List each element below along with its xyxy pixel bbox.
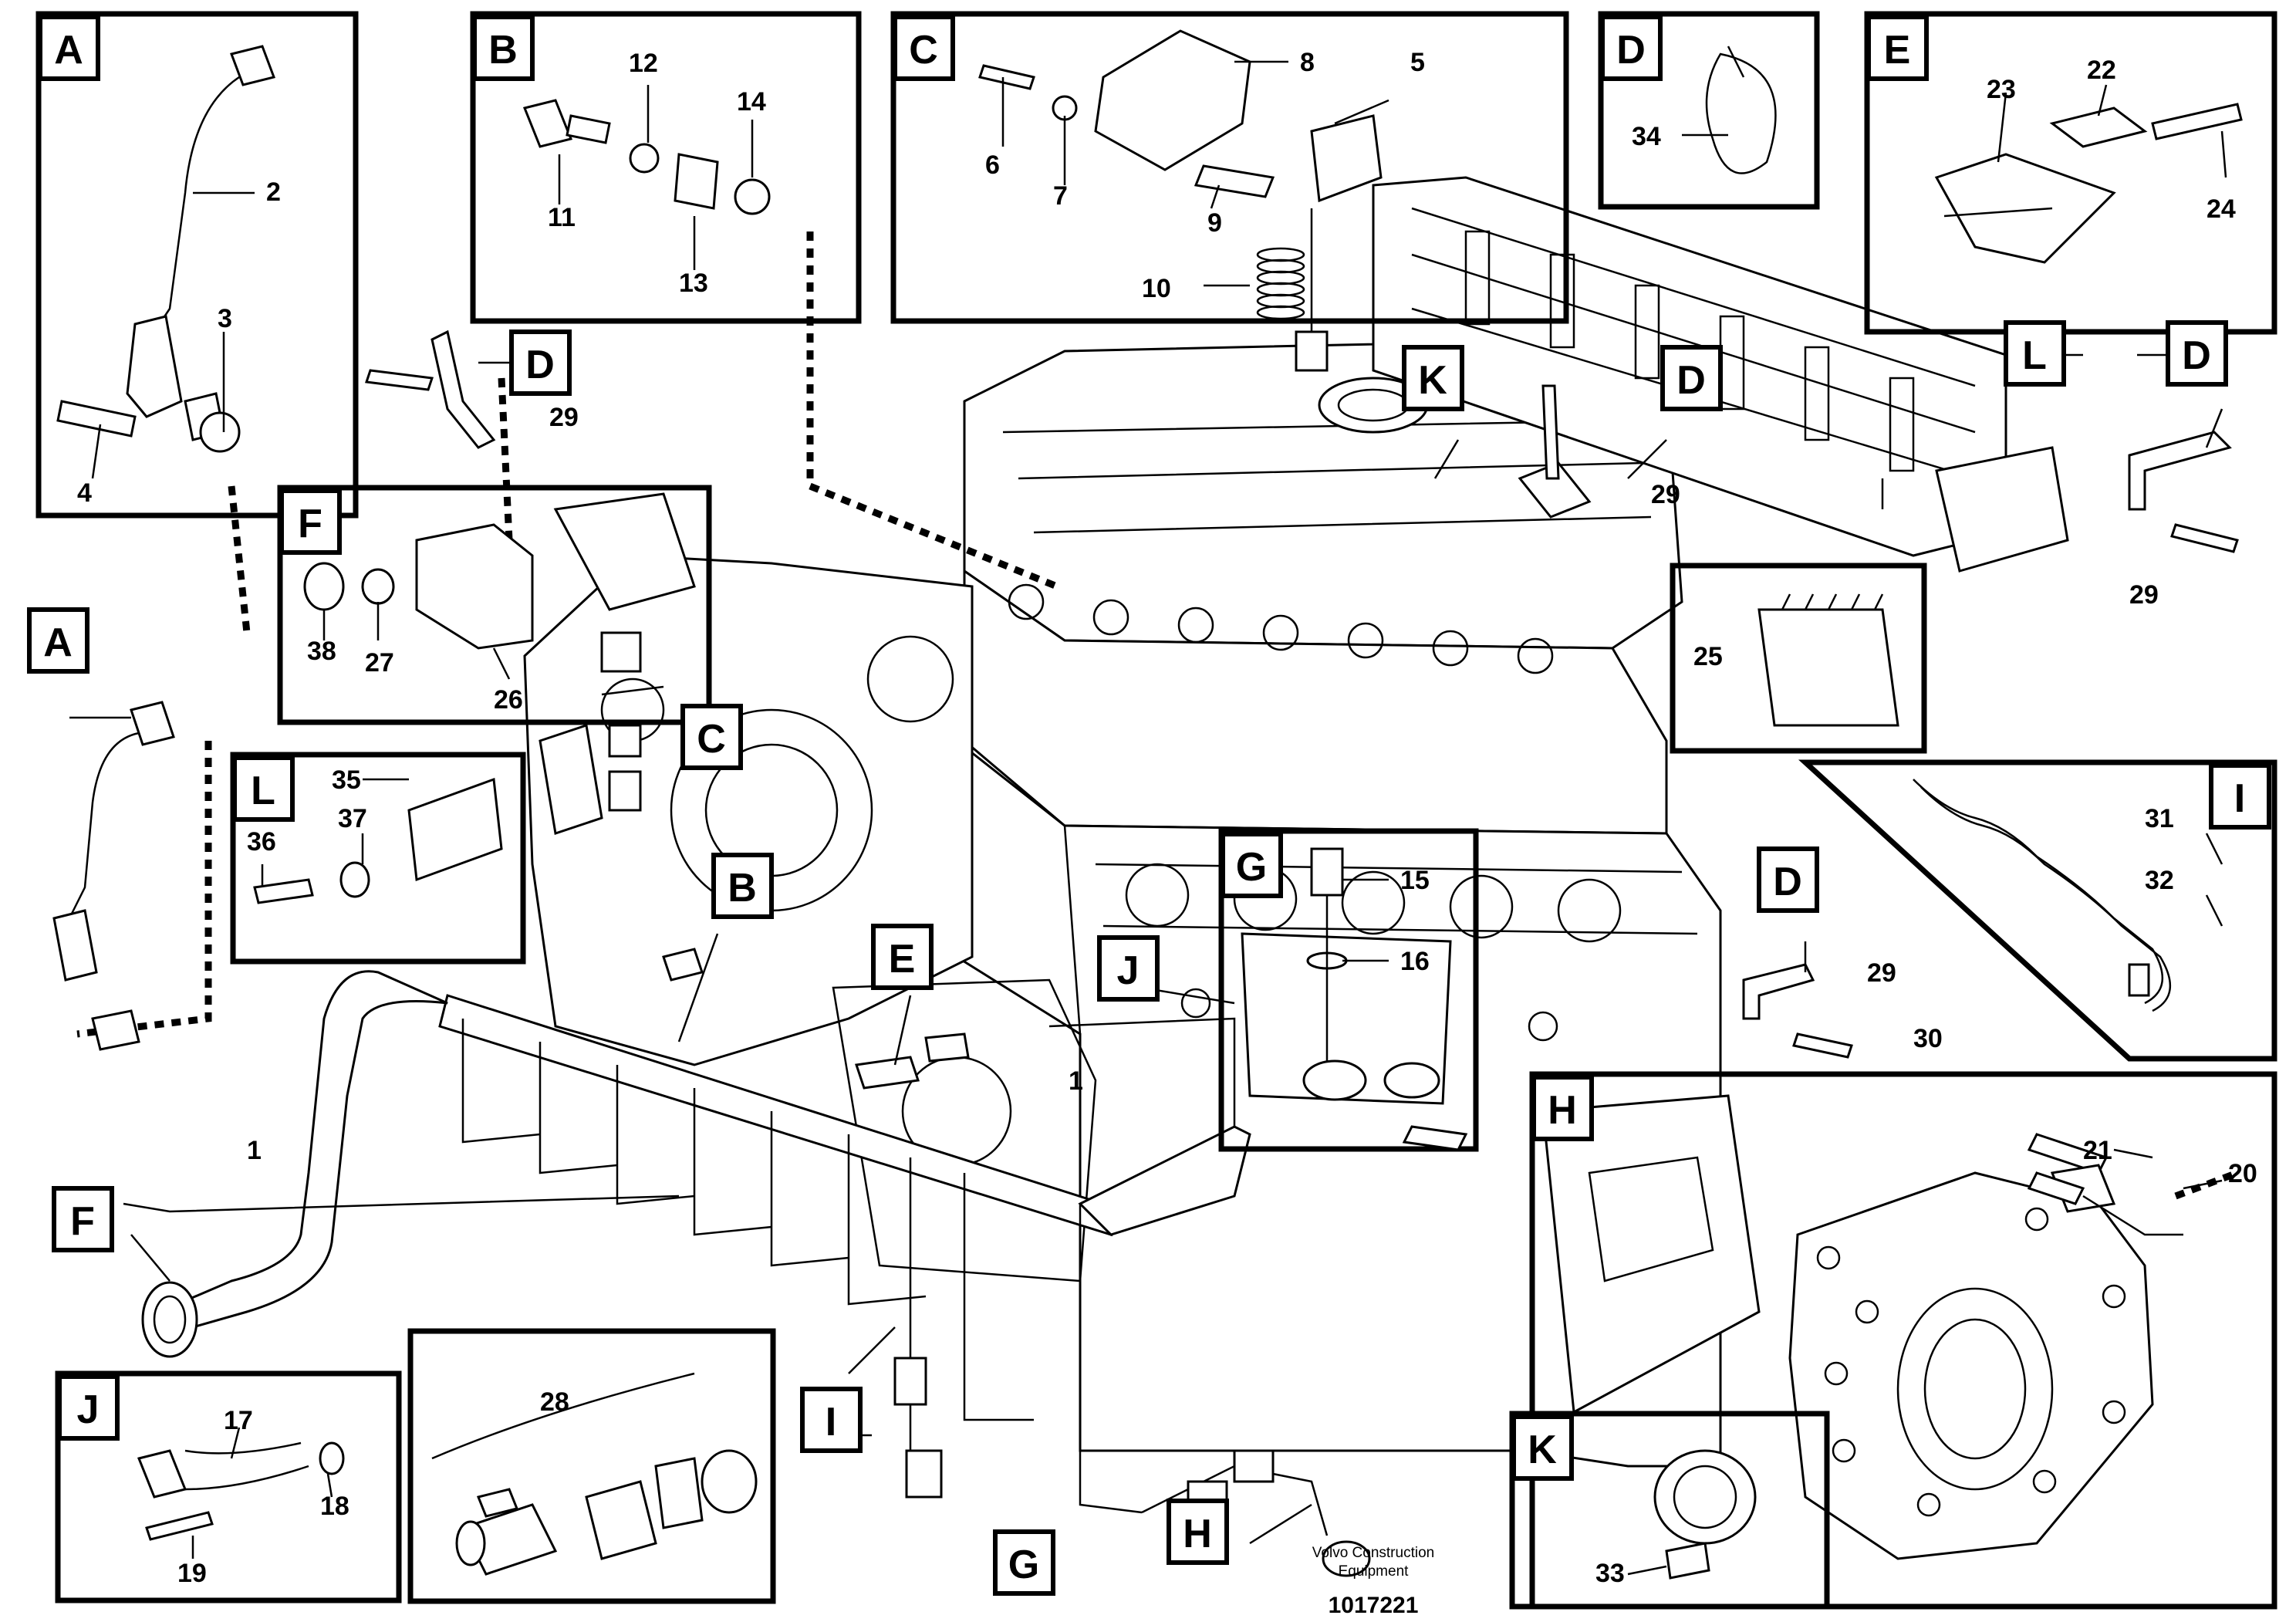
part-number: 8	[1300, 48, 1315, 77]
callout-f-harness: F	[70, 1199, 95, 1244]
callout-g-box: G	[1236, 845, 1267, 890]
callout-d-lower: D	[1773, 860, 1802, 904]
part-number: 29	[2129, 580, 2159, 610]
detail-box-d-top	[1598, 11, 1820, 210]
part-number: 11	[548, 203, 576, 232]
engine-block	[523, 338, 1722, 1468]
callout-k-box: K	[1528, 1428, 1557, 1472]
detail-box-28	[407, 1328, 776, 1604]
part-number: 4	[77, 478, 92, 508]
callout-h-box: H	[1548, 1088, 1577, 1133]
part-number: 1	[1069, 1066, 1083, 1096]
detail-box-c	[890, 11, 1569, 372]
part-number: 27	[365, 648, 394, 678]
callout-l-right: L	[2022, 333, 2047, 378]
part-number: 1	[247, 1136, 262, 1165]
detail-box-f	[277, 485, 712, 725]
part-number: 5	[1410, 48, 1425, 77]
part-number: 2	[266, 177, 281, 207]
dashed-leaders	[76, 231, 2239, 1200]
part-number: 21	[2083, 1136, 2112, 1165]
part-number: 20	[2228, 1159, 2257, 1188]
callout-a-top: A	[54, 28, 83, 73]
part-number: 24	[2207, 194, 2236, 224]
callout-h-harness: H	[1183, 1512, 1212, 1556]
footer: Volvo Construction Equipment 1017221	[1312, 1545, 1434, 1618]
detail-box-a	[35, 11, 359, 519]
part-number: 6	[985, 150, 1000, 180]
part-number: 29	[1867, 958, 1896, 988]
callout-k-engine: K	[1418, 358, 1447, 403]
callout-f-box: F	[298, 502, 322, 546]
part-number: 29	[1651, 480, 1680, 509]
callout-i-box: I	[2234, 776, 2245, 821]
part-number: 36	[247, 827, 276, 857]
callout-j-box: J	[77, 1387, 100, 1432]
part-number: 38	[307, 637, 336, 666]
part-number: 7	[1053, 181, 1068, 211]
part-number: 9	[1207, 208, 1222, 238]
part-number: 15	[1400, 866, 1430, 895]
callout-c-top: C	[909, 28, 938, 73]
detail-box-b	[470, 11, 862, 324]
part-number: 10	[1142, 274, 1171, 303]
callout-c-engine: C	[697, 717, 726, 762]
callout-leaders	[69, 361, 2223, 1545]
drawing-number: 1017221	[1329, 1593, 1419, 1618]
part-number: 18	[320, 1492, 349, 1521]
callout-d-top: D	[1616, 28, 1646, 73]
detail-box-25	[1670, 563, 1927, 754]
part-number: 32	[2145, 866, 2174, 895]
part-number: 25	[1693, 642, 1723, 671]
part-number: 30	[1913, 1024, 1943, 1053]
part-number: 35	[332, 765, 361, 795]
part-number: 17	[224, 1406, 253, 1435]
connector-i	[893, 1357, 927, 1406]
wiring-harness	[123, 970, 1371, 1577]
detail-box-e	[1864, 11, 2277, 335]
part-number: 12	[629, 49, 658, 78]
detail-box-j	[55, 1370, 402, 1603]
callout-j-engine: J	[1117, 948, 1140, 993]
part-number: 22	[2087, 56, 2116, 85]
detail-box-l	[230, 752, 526, 965]
part-number: 31	[2145, 804, 2174, 833]
engine-sensors	[600, 631, 1468, 1151]
detail-box-k	[1509, 1411, 1830, 1610]
detail-box-h	[1529, 1071, 2277, 1610]
part-number: 33	[1595, 1559, 1625, 1588]
callout-g-harness: G	[1008, 1543, 1039, 1587]
detail-box-g	[1218, 828, 1479, 1152]
part-number: 3	[218, 304, 232, 333]
callout-e-top: E	[1884, 28, 1911, 73]
part-number: 16	[1400, 947, 1430, 976]
callout-d-right: D	[2182, 333, 2211, 378]
callout-e-engine: E	[889, 937, 916, 982]
callout-b-engine: B	[728, 866, 757, 911]
part-number: 23	[1987, 75, 2016, 104]
bracket-parts	[364, 329, 2239, 1059]
callout-d-left: D	[525, 343, 555, 387]
callout-l-box: L	[251, 769, 275, 813]
callout-letters: A B C D E F A L C B E J G K D L D	[27, 15, 2271, 1596]
detail-box-i	[1798, 759, 2277, 1062]
part-number: 34	[1632, 122, 1661, 151]
brand-line-2: Equipment	[1339, 1563, 1410, 1580]
part-number: 37	[338, 804, 367, 833]
brand-line-1: Volvo Construction	[1312, 1545, 1434, 1561]
callout-i-harness: I	[826, 1400, 836, 1445]
detail-assembly-a-left	[52, 701, 175, 1051]
callout-a-left: A	[43, 620, 73, 665]
part-number: 28	[540, 1387, 569, 1417]
callout-b-top: B	[488, 28, 518, 73]
part-number: 13	[679, 269, 708, 298]
part-number: 29	[549, 403, 579, 432]
part-number-labels: 2 3 4 5 6 7 8 9 10 11 12 13 14 15 16 17 …	[77, 48, 2257, 1588]
part-number: 14	[737, 87, 766, 117]
part-number: 19	[177, 1559, 207, 1588]
callout-d-manifold: D	[1676, 358, 1706, 403]
part-number: 26	[494, 685, 523, 715]
